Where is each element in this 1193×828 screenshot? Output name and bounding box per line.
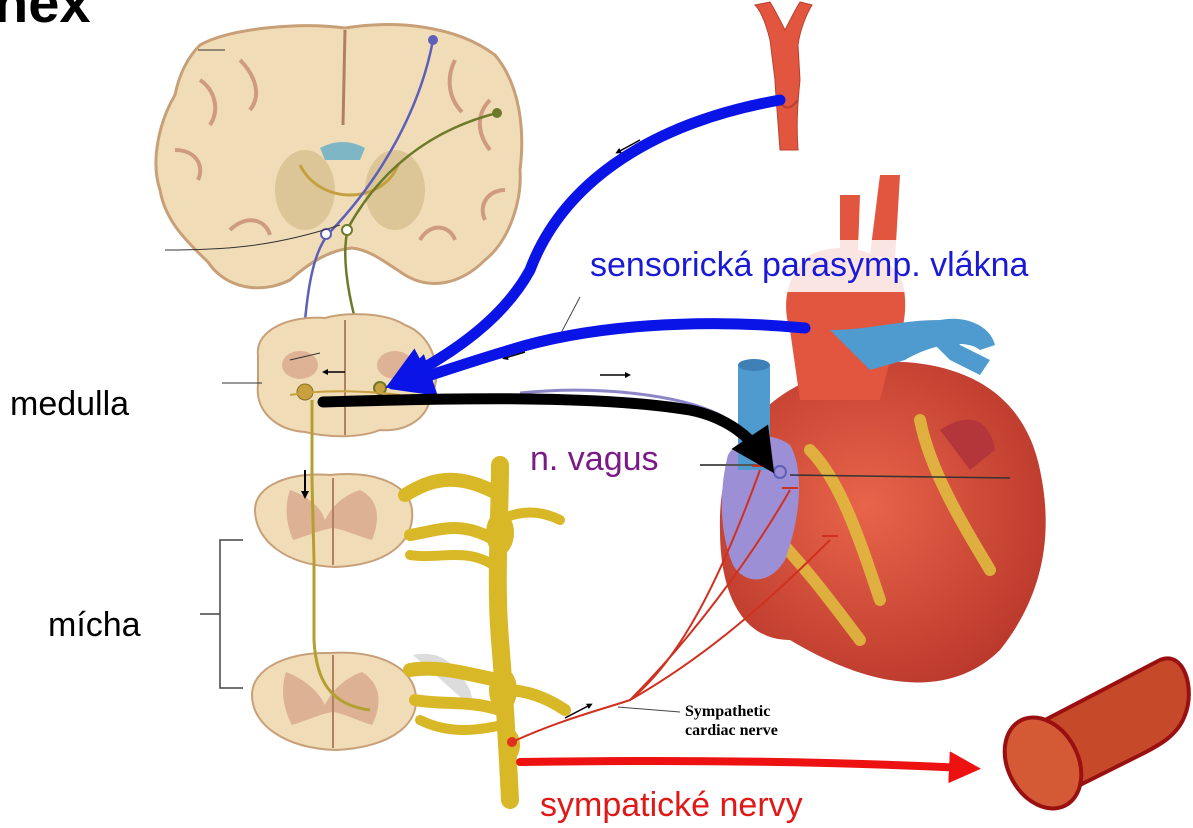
blood-vessel-icon: [990, 658, 1189, 821]
cortex-node: [492, 108, 502, 118]
sympathetic-chain-icon: [405, 465, 565, 800]
title-fragment: nex: [0, 0, 91, 34]
sympathetic-arrow: [520, 761, 965, 768]
spinal-cord-section-icon: [252, 653, 416, 750]
vagus-label: n. vagus: [530, 440, 659, 478]
sympathetic-nerves-label: sympatické nervy: [540, 786, 803, 824]
carotid-artery-icon: [755, 2, 812, 150]
spinal-bracket: [220, 540, 243, 688]
hypothalamus-node: [342, 225, 352, 235]
sympathetic-cardiac-nerve-label-line1: Sympathetic: [685, 703, 770, 720]
cardiac-ganglion-node: [774, 466, 786, 478]
brain-section-icon: [156, 25, 522, 288]
sympathetic-cardiac-nerve-label-line2: cardiac nerve: [685, 722, 778, 739]
sensory-fibers-label: sensorická parasymp. vlákna: [590, 246, 1029, 284]
spinal-cord-section-icon: [255, 474, 412, 567]
cortex-node: [428, 35, 438, 45]
spinal-cord-label: mícha: [48, 606, 141, 644]
medulla-label: medulla: [10, 385, 129, 423]
